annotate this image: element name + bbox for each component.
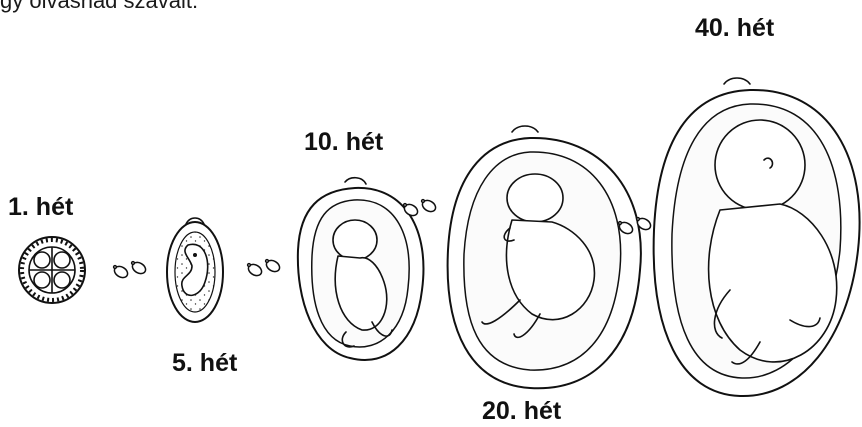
week-40-fetus-sac (654, 78, 860, 396)
week-1-embryo-cell (19, 237, 85, 303)
week-5-embryo-sac (167, 218, 223, 322)
week-20-fetus-sac (448, 126, 641, 388)
footprints-icon (246, 258, 281, 278)
footprints-icon (112, 260, 147, 280)
